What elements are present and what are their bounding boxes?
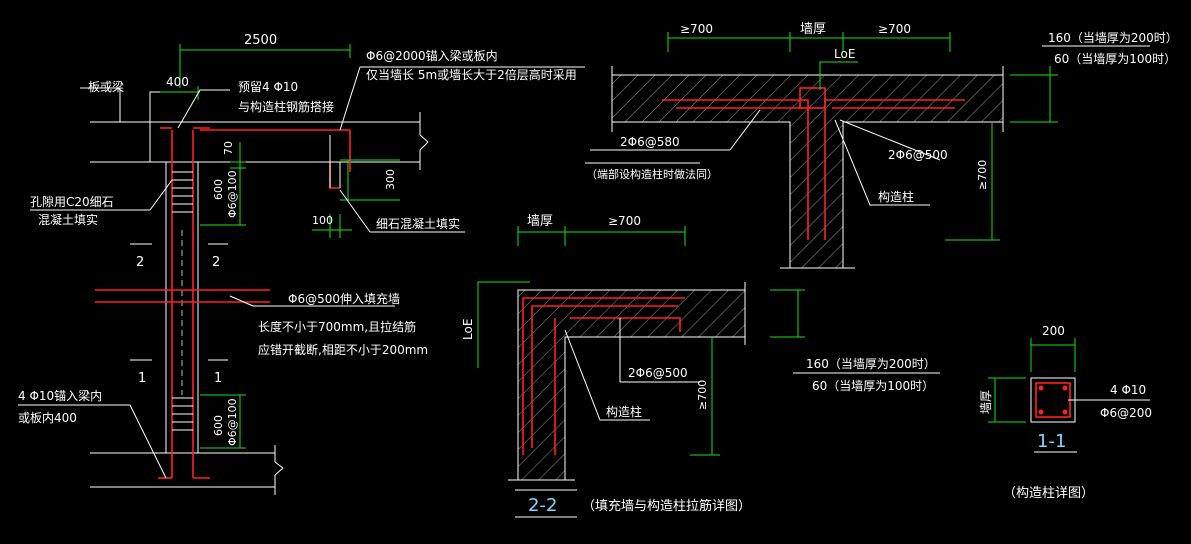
detail-title: （构造柱详图） xyxy=(1003,486,1094,501)
label-stirrup-bottom: Φ6@100 xyxy=(226,398,239,446)
tr-label-60: 60（当墙厚为100时） xyxy=(1054,52,1176,66)
dim-70: 70 xyxy=(222,141,235,155)
tr-label-end-note: （端部设构造柱时做法同） xyxy=(586,167,718,181)
mid-section-id: 2-2 xyxy=(528,495,557,516)
mid-label-2phi6-500: 2Φ6@500 xyxy=(628,366,688,380)
label-tie-1: Φ6@500伸入填充墙 xyxy=(288,291,400,306)
dim-100: 100 xyxy=(312,214,333,227)
section-2-left: 2 xyxy=(136,255,144,270)
label-tie-2: 长度不小于700mm,且拉结筋 xyxy=(258,319,416,334)
mid-label-column: 构造柱 xyxy=(606,404,642,419)
middle-plan xyxy=(477,226,940,518)
detail-label-wall-thk: 墙厚 xyxy=(979,390,993,414)
detail-label-phi6-200: Φ6@200 xyxy=(1100,406,1152,420)
label-tie-3: 应错开截断,相距不小于200mm xyxy=(258,342,428,357)
section-1-left: 1 xyxy=(138,371,146,386)
left-elevation xyxy=(18,44,585,495)
tr-label-2phi6-580: 2Φ6@580 xyxy=(620,135,680,149)
detail-label-4phi10: 4 Φ10 xyxy=(1110,383,1146,397)
column-detail xyxy=(988,338,1150,453)
mid-dim-ge700: ≥700 xyxy=(608,214,641,228)
tr-label-column: 构造柱 xyxy=(878,189,914,204)
dim-600-top: 600 xyxy=(212,179,225,200)
label-prebar-1: 预留4 Φ10 xyxy=(238,80,298,94)
tr-label-2phi6-500: 2Φ6@500 xyxy=(888,148,948,162)
mid-dim-ge700-v: ≥700 xyxy=(696,380,709,410)
top-right-plan xyxy=(585,32,1150,269)
detail-dim-200: 200 xyxy=(1042,324,1065,338)
mid-label-loe: LoE xyxy=(461,319,475,340)
label-top-note-1: Φ6@2000锚入梁或板内 xyxy=(366,48,498,63)
label-prebar-2: 与构造柱钢筋搭接 xyxy=(238,99,334,114)
tr-label-160: 160（当墙厚为200时） xyxy=(1048,31,1178,45)
dim-2500: 2500 xyxy=(244,33,277,48)
tr-dim-ge700-v: ≥700 xyxy=(976,160,989,190)
label-slab-beam: 板或梁 xyxy=(88,79,124,94)
label-stirrup-top: Φ6@100 xyxy=(226,170,239,218)
tr-dim-ge700-left: ≥700 xyxy=(680,22,713,36)
label-bottom-anchor-2: 或板内400 xyxy=(18,411,77,425)
mid-label-wall-thk: 墙厚 xyxy=(527,214,553,229)
dim-600-bottom: 600 xyxy=(212,415,225,436)
tr-label-wall-thk: 墙厚 xyxy=(800,22,826,37)
label-hole-1: 孔隙用C20细石 xyxy=(30,195,114,209)
tr-label-loe: LoE xyxy=(834,47,855,61)
tr-dim-ge700-right: ≥700 xyxy=(878,22,911,36)
label-top-note-2: 仅当墙长 5m或墙长大于2倍层高时采用 xyxy=(366,67,577,82)
dim-400: 400 xyxy=(166,75,189,89)
mid-label-160: 160（当墙厚为200时） xyxy=(806,357,936,371)
label-bottom-anchor-1: 4 Φ10锚入梁内 xyxy=(18,388,102,403)
section-2-right: 2 xyxy=(212,255,220,270)
label-hole-2: 混凝土填实 xyxy=(38,212,98,227)
section-1-right: 1 xyxy=(214,371,222,386)
mid-label-60: 60（当墙厚为100时） xyxy=(812,379,934,393)
detail-section-id: 1-1 xyxy=(1037,431,1066,452)
label-fill-concrete: 细石混凝土填实 xyxy=(376,216,460,231)
mid-title: （填充墙与构造柱拉筋详图） xyxy=(582,498,751,514)
dim-300: 300 xyxy=(384,169,397,190)
